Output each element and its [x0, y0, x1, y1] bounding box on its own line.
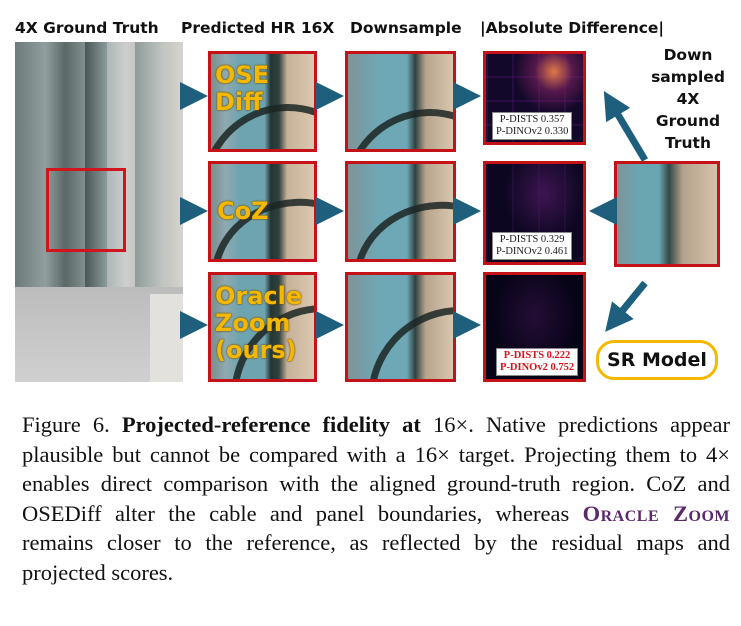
- caption-method-name: Oracle Zoom: [582, 500, 730, 526]
- downsampled-gt-label: Down sampled 4X Ground Truth: [651, 46, 725, 152]
- downsampled-gt-image: [614, 161, 720, 267]
- ground-truth-image: [15, 42, 183, 382]
- sr-model-label: SR Model: [607, 349, 707, 371]
- header-predicted: Predicted HR 16X: [181, 19, 335, 37]
- caption-text-1: Native predictions appear plausible but …: [22, 412, 731, 526]
- predicted-image-osediff: OSE Diff: [208, 51, 317, 152]
- arrow-dgt-to-sr-model: [605, 280, 648, 332]
- score-box-osediff: P-DISTS 0.357 P-DINOv2 0.330: [492, 112, 573, 140]
- header-downsample: Downsample: [350, 19, 462, 37]
- figure-caption: Figure 6. Projected-reference fidelity a…: [22, 410, 730, 587]
- caption-label: Figure 6.: [22, 412, 110, 437]
- score-box-oracle-zoom: P-DISTS 0.222 P-DINOv2 0.752: [496, 348, 579, 376]
- header-ground-truth: 4X Ground Truth: [15, 19, 159, 37]
- predicted-image-oracle-zoom: Oracle Zoom (ours): [208, 272, 317, 382]
- arrow-dgt-to-osediff-diff: [603, 90, 649, 162]
- residual-map-oracle-zoom: P-DISTS 0.222 P-DINOv2 0.752: [483, 272, 586, 382]
- sr-model-box: SR Model: [596, 340, 718, 380]
- method-label-oracle-zoom: Oracle Zoom (ours): [215, 282, 303, 364]
- residual-map-osediff: P-DISTS 0.357 P-DINOv2 0.330: [483, 51, 586, 145]
- predicted-image-coz: CoZ: [208, 161, 317, 262]
- score-box-coz: P-DISTS 0.329 P-DINOv2 0.461: [492, 232, 573, 260]
- method-label-coz: CoZ: [217, 197, 269, 225]
- caption-text-2: remains closer to the reference, as refl…: [22, 530, 730, 585]
- caption-factor: 16×.: [433, 412, 474, 437]
- header-abs-diff: |Absolute Difference|: [480, 19, 665, 37]
- arrows-layer: [180, 82, 649, 339]
- caption-title: Projected-reference fidelity at: [121, 412, 421, 437]
- residual-map-coz: P-DISTS 0.329 P-DINOv2 0.461: [483, 161, 586, 265]
- region-box: [46, 168, 126, 252]
- method-label-osediff: OSE Diff: [215, 61, 270, 116]
